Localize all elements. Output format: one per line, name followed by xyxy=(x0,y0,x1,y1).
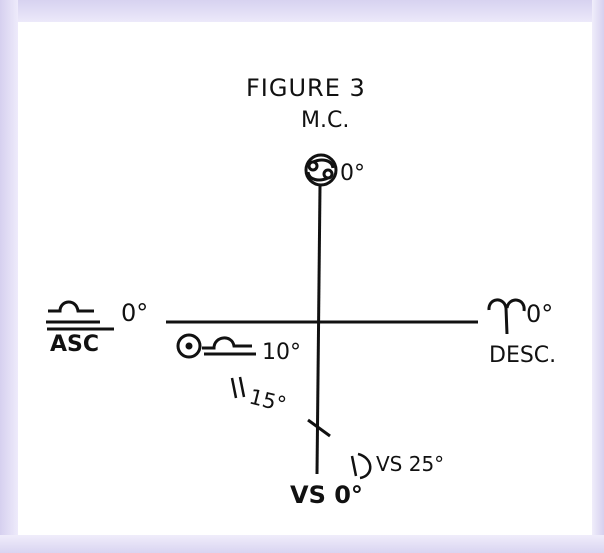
paper xyxy=(18,22,592,535)
libra-glyph-icon xyxy=(46,300,100,324)
cancer-glyph-icon xyxy=(304,153,338,187)
frame-left xyxy=(0,0,18,553)
moon-cap-text: VS 25° xyxy=(376,452,444,476)
moon-15-text: 15° xyxy=(247,385,289,417)
desc-degree: 0° xyxy=(526,300,553,328)
moon-glyph-icon xyxy=(230,376,246,399)
libra-glyph-icon xyxy=(202,336,256,356)
moon-glyph-icon xyxy=(350,452,372,480)
asc-degree: 0° xyxy=(121,299,148,327)
aries-glyph-icon xyxy=(487,298,526,335)
frame-top xyxy=(0,0,604,22)
frame-bottom xyxy=(0,535,604,553)
ic-label: VS 0° xyxy=(290,481,363,509)
asc-label: ASC xyxy=(50,332,99,357)
meridian-tick xyxy=(307,418,331,438)
meridian-line xyxy=(315,185,322,475)
desc-label: DESC. xyxy=(489,343,556,368)
sun-glyph-icon xyxy=(176,333,202,359)
frame-right xyxy=(592,0,604,553)
mc-label: M.C. xyxy=(301,108,349,133)
figure-title: FIGURE 3 xyxy=(246,74,366,102)
sun-degree: 10° xyxy=(262,340,301,365)
mc-degree: 0° xyxy=(340,161,365,186)
